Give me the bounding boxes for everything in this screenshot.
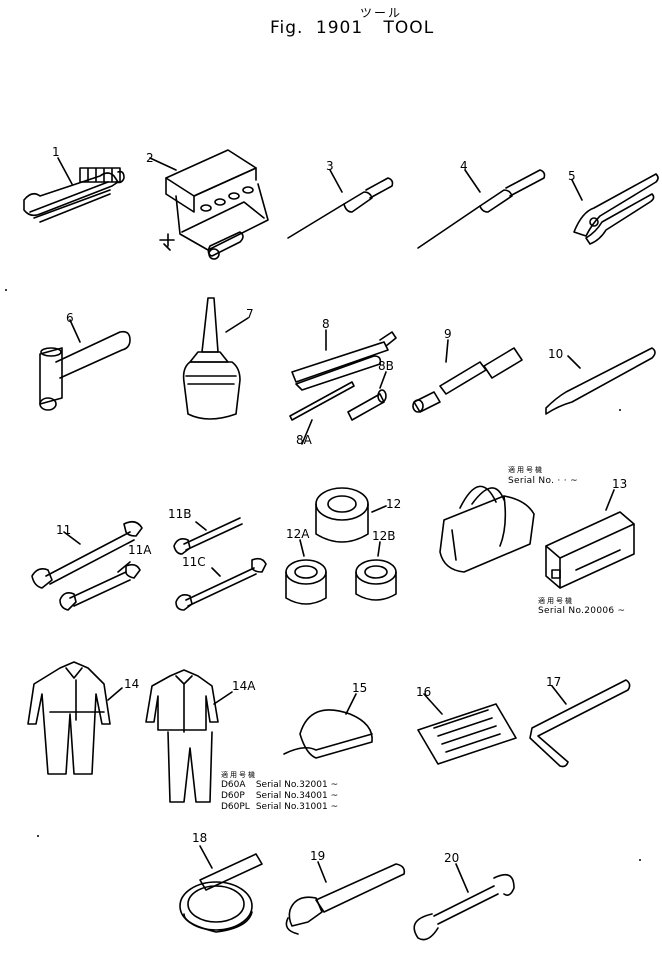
part-20-hook-wrench[interactable] bbox=[413, 863, 515, 941]
callout-13: 13 bbox=[612, 477, 628, 491]
callout-8A: 8A bbox=[296, 433, 312, 447]
serial-cell: Serial No.31001 ~ bbox=[255, 802, 339, 812]
part-14A-workwear[interactable] bbox=[145, 669, 233, 803]
part-9-grease-adapter[interactable] bbox=[412, 339, 523, 413]
suit-serial-table: D60A Serial No.32001 ~ D60P Serial No.34… bbox=[221, 780, 344, 813]
part-8-tool-set[interactable] bbox=[289, 329, 397, 445]
callout-1: 1 bbox=[52, 145, 60, 159]
part-2-socket-box[interactable] bbox=[149, 149, 269, 260]
part-11B-wrench[interactable] bbox=[173, 517, 243, 555]
callout-14A: 14A bbox=[232, 679, 256, 693]
callout-5: 5 bbox=[568, 169, 576, 183]
part-15-cap[interactable] bbox=[283, 693, 373, 759]
serial-cell: Serial No.34001 ~ bbox=[255, 791, 339, 801]
model-cell: D60P bbox=[221, 791, 245, 801]
callout-9: 9 bbox=[444, 327, 452, 341]
callout-3: 3 bbox=[326, 159, 334, 173]
bag-applicability-kana: 適用号機 bbox=[508, 466, 544, 474]
part-7-oil-can[interactable] bbox=[182, 297, 249, 420]
callout-18: 18 bbox=[192, 831, 208, 845]
part-19-adjustable-wrench[interactable] bbox=[285, 861, 406, 935]
figure-title: Fig. 1901 TOOL bbox=[270, 18, 434, 38]
part-11A-wrench[interactable] bbox=[59, 561, 141, 611]
part-16-parts-book[interactable] bbox=[417, 693, 517, 765]
scan-specks bbox=[5, 289, 641, 861]
part-14-coverall[interactable] bbox=[27, 661, 123, 775]
part-13-tool-box[interactable] bbox=[545, 489, 635, 589]
callout-10: 10 bbox=[548, 347, 564, 361]
part-11C-wrench[interactable] bbox=[175, 557, 267, 611]
part-4-screwdriver[interactable] bbox=[417, 169, 546, 249]
callout-12A: 12A bbox=[286, 527, 310, 541]
callout-20: 20 bbox=[444, 851, 460, 865]
callout-12: 12 bbox=[386, 497, 402, 511]
callout-11C: 11C bbox=[182, 555, 206, 569]
callout-15: 15 bbox=[352, 681, 368, 695]
model-cell: D60PL bbox=[221, 802, 250, 812]
part-12B-socket[interactable] bbox=[355, 541, 397, 601]
box-applicability-kana: 適用号機 bbox=[538, 597, 574, 605]
callout-11: 11 bbox=[56, 523, 72, 537]
model-cell: D60A bbox=[221, 780, 246, 790]
box-serial-note: Serial No.20006 ~ bbox=[538, 606, 626, 616]
fig-title-text: TOOL bbox=[383, 18, 435, 38]
fig-prefix: Fig. bbox=[270, 18, 304, 38]
part-18-filter-wrench[interactable] bbox=[179, 845, 263, 933]
callout-16: 16 bbox=[416, 685, 432, 699]
suit-applicability-kana: 適用号機 bbox=[221, 771, 257, 779]
callout-8B: 8B bbox=[378, 359, 394, 373]
title-kana: ツール bbox=[360, 6, 403, 20]
callout-2: 2 bbox=[146, 151, 154, 165]
serial-cell: Serial No.32001 ~ bbox=[255, 780, 339, 790]
callout-11B: 11B bbox=[168, 507, 192, 521]
callout-8: 8 bbox=[322, 317, 330, 331]
fig-number: 1901 bbox=[315, 18, 364, 38]
bag-serial-note: Serial No. · · ~ bbox=[508, 476, 578, 486]
part-11-wrench[interactable] bbox=[31, 520, 143, 589]
callout-14: 14 bbox=[124, 677, 140, 691]
callout-11A: 11A bbox=[128, 543, 152, 557]
callout-7: 7 bbox=[246, 307, 254, 321]
serial-row: D60PL Serial No.31001 ~ bbox=[221, 802, 344, 813]
serial-row: D60P Serial No.34001 ~ bbox=[221, 791, 344, 802]
tool-bag[interactable] bbox=[439, 485, 535, 573]
callout-4: 4 bbox=[460, 159, 468, 173]
part-12A-socket[interactable] bbox=[285, 539, 327, 605]
part-1-wrench-set[interactable] bbox=[23, 157, 125, 223]
part-5-pliers[interactable] bbox=[571, 173, 659, 245]
serial-row: D60A Serial No.32001 ~ bbox=[221, 780, 344, 791]
part-17-hex-key[interactable] bbox=[529, 679, 631, 768]
part-3-screwdriver[interactable] bbox=[287, 169, 394, 239]
part-6-hammer[interactable] bbox=[39, 319, 131, 411]
callout-19: 19 bbox=[310, 849, 326, 863]
part-10-pry-bar[interactable] bbox=[545, 347, 656, 415]
callout-17: 17 bbox=[546, 675, 562, 689]
callout-6: 6 bbox=[66, 311, 74, 325]
callout-12B: 12B bbox=[372, 529, 396, 543]
part-12-socket[interactable] bbox=[315, 487, 387, 543]
